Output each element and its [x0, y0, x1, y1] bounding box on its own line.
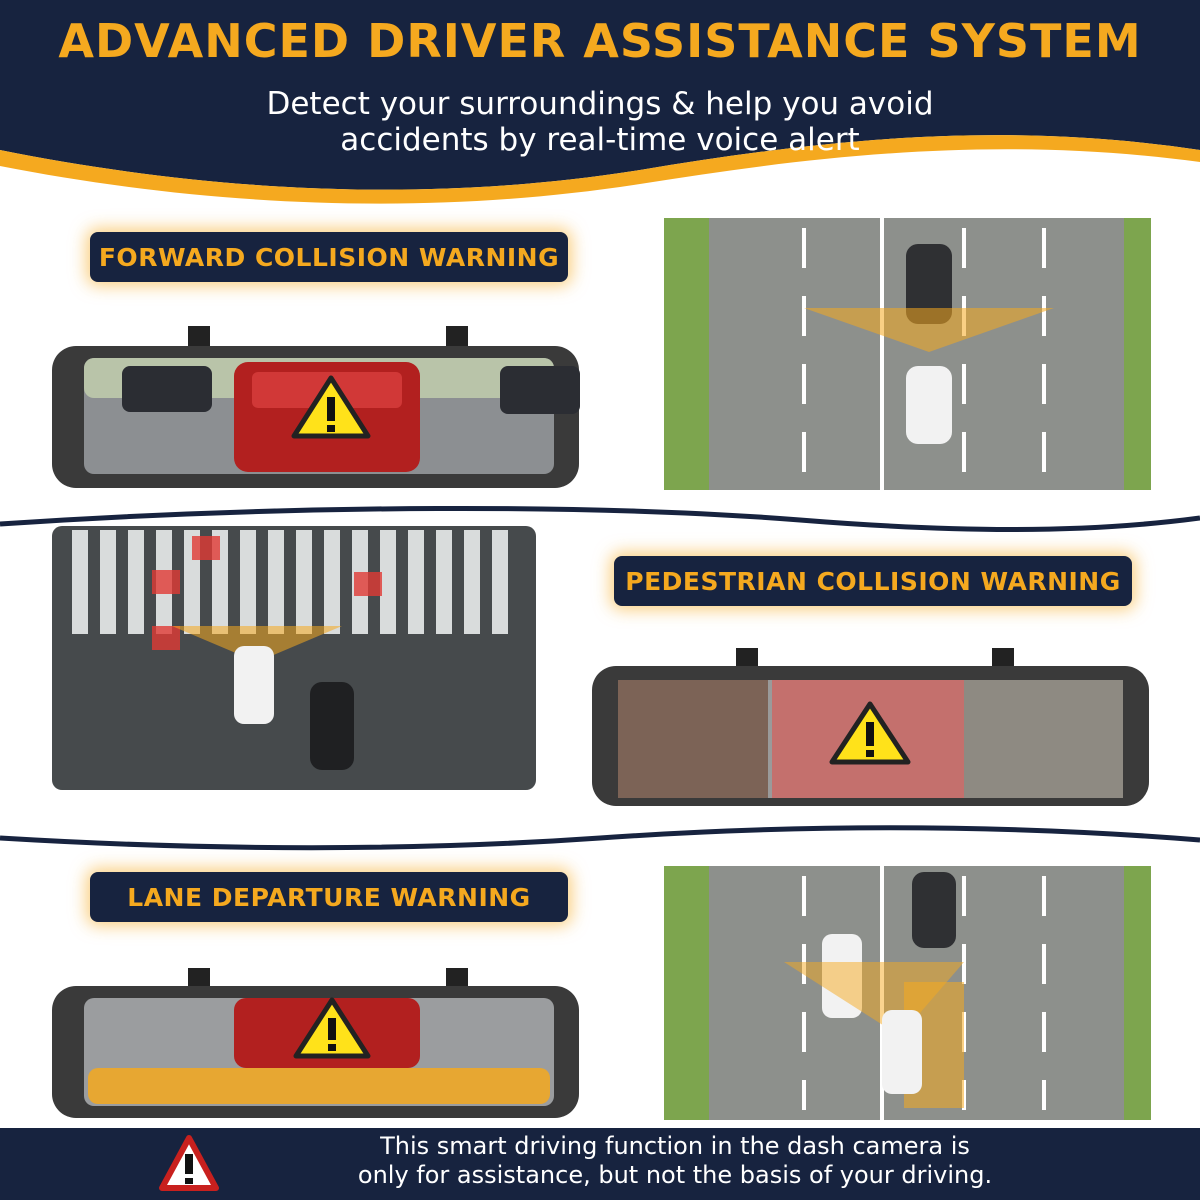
footer-line-2: only for assistance, but not the basis o… [357, 1161, 993, 1189]
label-lane-departure-warning: LANE DEPARTURE WARNING [90, 872, 568, 922]
label-pedestrian-collision-warning: PEDESTRIAN COLLISION WARNING [614, 556, 1132, 606]
page-subtitle: Detect your surroundings & help you avoi… [0, 86, 1200, 158]
footer-disclaimer: This smart driving function in the dash … [250, 1132, 1100, 1190]
warning-triangle-icon [291, 375, 371, 439]
pedestrian-crosswalk-image [52, 526, 536, 790]
warning-triangle-icon [293, 997, 371, 1059]
lane-departure-mirror-image [52, 968, 579, 1118]
divider-wave-1 [0, 505, 1200, 532]
page-title: ADVANCED DRIVER ASSISTANCE SYSTEM [58, 14, 1142, 68]
divider-wave-2 [0, 825, 1200, 851]
header-banner [0, 0, 1200, 204]
warning-triangle-icon [829, 701, 911, 765]
forward-collision-mirror-image [52, 326, 580, 488]
label-forward-collision-warning: FORWARD COLLISION WARNING [90, 232, 568, 282]
subtitle-line-2: accidents by real-time voice alert [340, 122, 860, 158]
footer-line-1: This smart driving function in the dash … [380, 1132, 970, 1160]
lane-departure-road-image [664, 866, 1151, 1120]
pedestrian-collision-mirror-image [592, 648, 1149, 806]
subtitle-line-1: Detect your surroundings & help you avoi… [266, 86, 934, 122]
forward-collision-road-image [664, 218, 1151, 490]
warning-triangle-icon [159, 1135, 219, 1191]
